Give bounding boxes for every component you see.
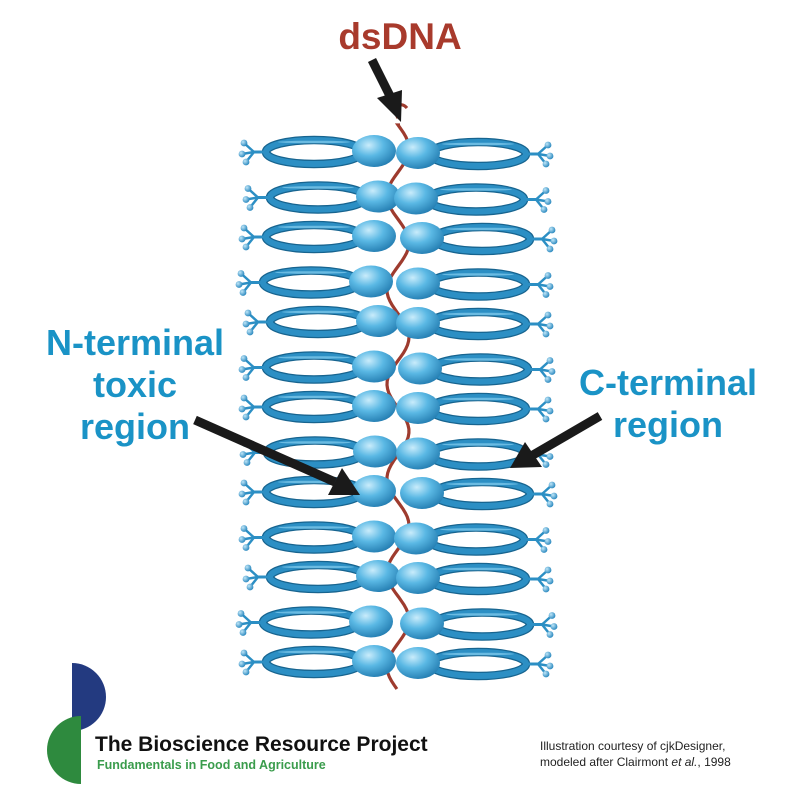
- bioscience-logo-mark: [47, 663, 106, 784]
- c-terminal-arrowhead: [510, 442, 542, 468]
- right-subunit: [400, 607, 558, 641]
- credit-year: , 1998: [697, 755, 731, 769]
- n-terminal-label: N-terminal toxic region: [10, 322, 260, 448]
- right-subunit: [396, 647, 554, 681]
- c-terminal-line-1: C-terminal: [578, 362, 758, 403]
- right-subunit: [396, 562, 554, 596]
- n-terminal-arrowhead: [328, 468, 360, 495]
- right-subunit: [396, 137, 554, 171]
- logo-green-half: [47, 716, 81, 784]
- left-subunit: [242, 180, 400, 214]
- left-subunit: [238, 475, 396, 509]
- credit-line-1: Illustration courtesy of cjkDesigner,: [540, 739, 726, 753]
- credit-italic: et al.: [671, 755, 698, 769]
- right-subunit: [400, 222, 558, 256]
- right-subunit: [396, 392, 554, 426]
- credit-line-2: modeled after Clairmont et al., 1998: [540, 754, 731, 770]
- protein-subunits: [235, 135, 558, 681]
- n-terminal-line-3: region: [79, 406, 190, 447]
- label-arrows: [193, 57, 603, 495]
- right-subunit: [396, 307, 554, 341]
- c-terminal-line-2: region: [612, 404, 723, 445]
- left-subunit: [235, 265, 393, 299]
- illustration-credit: Illustration courtesy of cjkDesigner, mo…: [540, 738, 731, 770]
- n-terminal-line-2: toxic: [92, 364, 178, 405]
- credit-text: modeled after Clairmont: [540, 755, 672, 769]
- left-subunit: [238, 520, 396, 554]
- right-subunit: [394, 522, 552, 556]
- n-terminal-line-1: N-terminal: [45, 322, 225, 363]
- right-subunit: [396, 267, 554, 301]
- right-subunit: [400, 477, 558, 511]
- left-subunit: [238, 645, 396, 679]
- right-subunit: [398, 352, 556, 386]
- left-subunit: [242, 560, 400, 594]
- logo-title: The Bioscience Resource Project: [95, 733, 428, 756]
- left-subunit: [235, 605, 393, 639]
- logo-subtitle: Fundamentals in Food and Agriculture: [97, 758, 326, 772]
- dsdna-arrowhead: [377, 90, 402, 122]
- left-subunit: [238, 350, 396, 384]
- left-subunit: [238, 390, 396, 424]
- n-terminal-arrow: [193, 415, 337, 487]
- dsdna-arrow: [367, 57, 397, 103]
- dsdna-label: dsDNA: [338, 16, 462, 57]
- logo-navy-half: [72, 663, 106, 731]
- right-subunit: [394, 182, 552, 216]
- c-terminal-label: C-terminal region: [548, 362, 788, 446]
- c-terminal-arrow: [530, 412, 603, 459]
- left-subunit: [238, 220, 396, 254]
- left-subunit: [242, 305, 400, 339]
- left-subunit: [238, 135, 396, 169]
